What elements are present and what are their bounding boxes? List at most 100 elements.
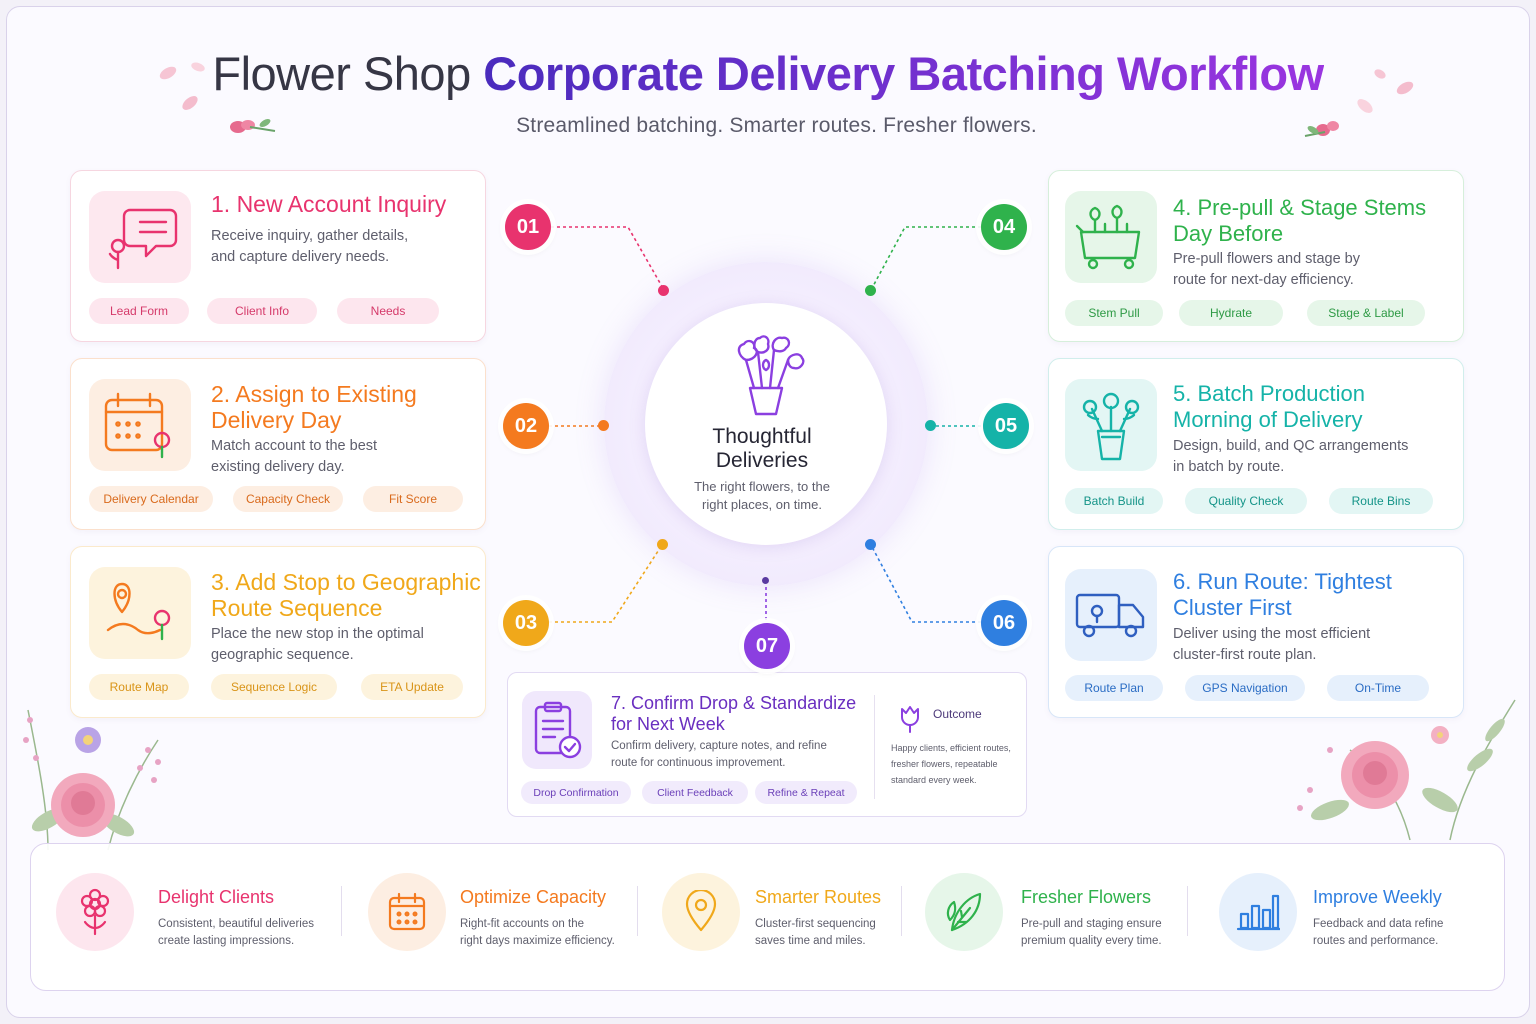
connector-dot-07 [762, 577, 769, 584]
step-1-tag-3: Needs [337, 298, 439, 324]
benefit-3-desc-line-1: Cluster-first sequencing [755, 918, 876, 930]
benefit-4-desc-line-2: premium quality every time. [1021, 935, 1162, 947]
step-badge-05: 05 [983, 403, 1029, 449]
step-4-title-line-1: 4. Pre-pull & Stage Stems [1173, 195, 1427, 220]
benefit-5-title: Improve Weekly [1313, 887, 1442, 907]
page-title: Flower Shop Corporate Delivery Batching … [0, 46, 1536, 101]
benefit-1-desc-line-2: create lasting impressions. [158, 935, 295, 947]
center-title-line-1: Thoughtful [712, 425, 812, 448]
benefit-1-icon-circle [56, 873, 134, 951]
roses-left-icon [23, 709, 161, 851]
outcome-description: Happy clients, efficient routes, fresher… [891, 740, 1011, 788]
benefit-optimize-capacity: Optimize Capacity Right-fit accounts on … [368, 873, 628, 958]
center-title-line-2: Deliveries [715, 449, 809, 472]
step-4-title: 4. Pre-pull & Stage Stems Day Before [1173, 195, 1426, 247]
step-badge-01: 01 [505, 204, 551, 250]
petals-right-icon [1304, 69, 1414, 137]
outcome-desc-line-2: fresher flowers, repeatable [891, 759, 998, 769]
clipboard-check-icon [534, 701, 582, 759]
step-6-tag-1: Route Plan [1065, 675, 1163, 701]
step-6-icon-box [1065, 569, 1157, 661]
connector-dot-06 [865, 539, 876, 550]
benefit-2-desc-line-1: Right-fit accounts on the [460, 918, 585, 930]
step-1-desc-line-1: Receive inquiry, gather details, [211, 228, 409, 244]
center-description: The right flowers, to the right places, … [670, 478, 854, 514]
connector-dot-04 [865, 285, 876, 296]
step-5-title-line-1: 5. Batch Production [1173, 381, 1366, 406]
step-5-tag-2: Quality Check [1185, 488, 1307, 514]
step-5-desc-line-2: in batch by route. [1173, 459, 1285, 475]
step-4-desc-line-1: Pre-pull flowers and stage by [1173, 251, 1360, 267]
connector-dot-05 [925, 420, 936, 431]
step-card-3[interactable]: 3. Add Stop to Geographic Route Sequence… [70, 546, 486, 718]
step-badge-04: 04 [981, 204, 1027, 250]
benefit-4-desc-line-1: Pre-pull and staging ensure [1021, 918, 1162, 930]
title-part-1: Flower Shop [212, 47, 471, 100]
step-1-tag-2: Client Info [207, 298, 317, 324]
delivery-van-icon [1075, 593, 1145, 638]
benefit-2-title: Optimize Capacity [460, 887, 607, 907]
step-6-description: Deliver using the most efficient cluster… [1173, 624, 1370, 666]
outcome-desc-line-3: standard every week. [891, 775, 977, 785]
step-7-desc-line-2: route for continuous improvement. [611, 757, 786, 769]
step-2-tag-2: Capacity Check [233, 486, 343, 512]
step-4-tag-3: Stage & Label [1307, 300, 1425, 326]
center-circle [645, 303, 887, 545]
outcome-divider [874, 695, 875, 799]
step-7-description: Confirm delivery, capture notes, and ref… [611, 738, 827, 772]
step-3-title-line-1: 3. Add Stop to Geographic [211, 569, 481, 595]
step-7-desc-line-1: Confirm delivery, capture notes, and ref… [611, 740, 827, 752]
benefit-divider-3 [901, 886, 902, 936]
calendar-flower-icon [104, 392, 171, 459]
step-card-5[interactable]: 5. Batch Production Morning of Delivery … [1048, 358, 1464, 530]
step-badge-07: 07 [744, 623, 790, 669]
benefit-2-icon-circle [368, 873, 446, 951]
bouquet-icon [737, 335, 805, 416]
bar-chart-icon [1236, 894, 1280, 931]
connector-dot-03 [657, 539, 668, 550]
step-4-desc-line-2: route for next-day efficiency. [1173, 272, 1354, 288]
center-desc-line-1: The right flowers, to the [694, 479, 830, 494]
chat-flower-icon [108, 208, 178, 270]
step-6-desc-line-2: cluster-first route plan. [1173, 647, 1317, 663]
step-card-2[interactable]: 2. Assign to Existing Delivery Day Match… [70, 358, 486, 530]
benefit-improve-weekly: Improve Weekly Feedback and data refine … [1219, 873, 1479, 958]
benefit-1-description: Consistent, beautiful deliveries create … [158, 916, 328, 950]
step-7-title: 7. Confirm Drop & Standardize for Next W… [611, 693, 856, 735]
benefit-4-icon-circle [925, 873, 1003, 951]
step-card-7[interactable]: 7. Confirm Drop & Standardize for Next W… [507, 672, 1027, 817]
step-5-description: Design, build, and QC arrangements in ba… [1173, 436, 1408, 478]
flower-cart-icon [1075, 204, 1141, 270]
step-4-tag-2: Hydrate [1179, 300, 1283, 326]
step-badge-02: 02 [503, 403, 549, 449]
step-card-6[interactable]: 6. Run Route: Tightest Cluster First Del… [1048, 546, 1464, 718]
step-7-tag-1: Drop Confirmation [521, 781, 631, 804]
step-badge-03: 03 [503, 600, 549, 646]
step-7-icon-box [522, 691, 592, 769]
step-badge-06: 06 [981, 600, 1027, 646]
step-card-4[interactable]: 4. Pre-pull & Stage Stems Day Before Pre… [1048, 170, 1464, 342]
step-6-tag-3: On-Time [1327, 675, 1429, 701]
step-6-desc-line-1: Deliver using the most efficient [1173, 626, 1371, 642]
step-7-tag-2: Client Feedback [642, 781, 748, 804]
step-1-title: 1. New Account Inquiry [211, 191, 447, 217]
calendar-icon [388, 892, 426, 931]
connector-dot-02 [598, 420, 609, 431]
step-6-title: 6. Run Route: Tightest Cluster First [1173, 569, 1392, 621]
step-7-tag-3: Refine & Repeat [755, 781, 857, 804]
benefit-smarter-routes: Smarter Routes Cluster-first sequencing … [662, 873, 902, 958]
step-7-title-line-2: for Next Week [611, 714, 725, 734]
benefits-panel [30, 843, 1505, 991]
benefit-3-desc-line-2: saves time and miles. [755, 935, 866, 947]
connector-dot-01 [658, 285, 669, 296]
title-part-2: Corporate Delivery Batching Workflow [483, 47, 1324, 100]
step-card-1[interactable]: 1. New Account Inquiry Receive inquiry, … [70, 170, 486, 342]
step-5-title: 5. Batch Production Morning of Delivery [1173, 381, 1365, 433]
flower-icon [80, 888, 110, 936]
step-3-tag-2: Sequence Logic [211, 674, 337, 700]
center-desc-line-2: right places, on time. [702, 497, 822, 512]
step-2-icon-box [89, 379, 191, 471]
benefit-divider-1 [341, 886, 342, 936]
benefit-2-description: Right-fit accounts on the right days max… [460, 916, 630, 950]
